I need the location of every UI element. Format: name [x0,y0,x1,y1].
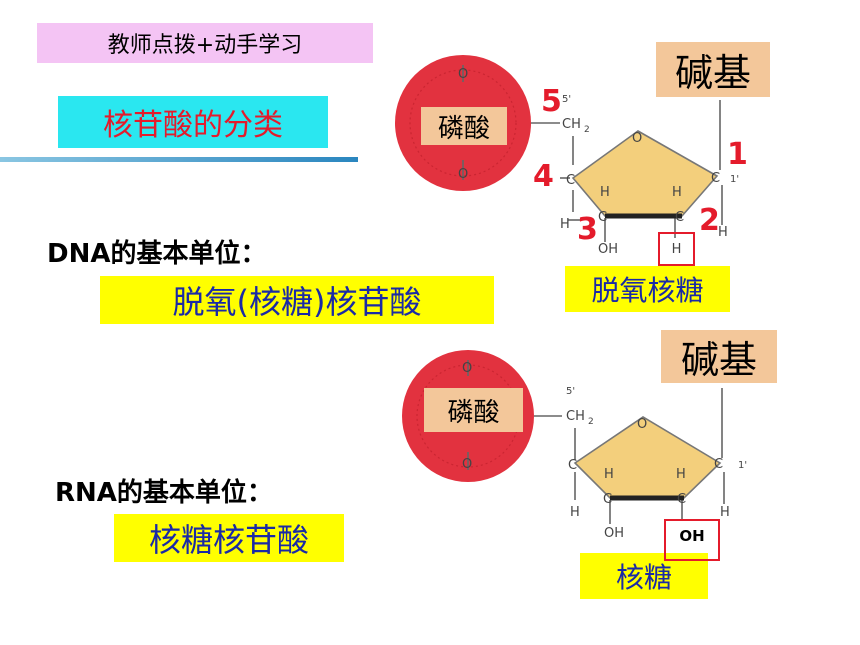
rna-ring-o: O [637,417,647,432]
dna-sugar-ring [571,130,719,217]
rna-h3-top: H [604,467,614,482]
rna-base-label: 碱基 [661,330,777,383]
dna-sugar-label: 脱氧核糖 [565,266,730,312]
dna-ch2: CH [562,117,581,132]
dna-unit-heading: DNA的基本单位： [47,239,267,269]
rna-o-top: O [462,361,472,376]
dna-ring-o: O [632,131,642,146]
rna-sugar-ring [573,416,722,499]
dna-c2-h-highlight: H [658,232,695,266]
dna-five-prime: 5' [562,94,571,105]
rna-unit-name: 核糖核苷酸 [114,514,344,562]
dna-o-bottom: O [458,167,468,182]
dna-c4: C [566,173,575,188]
dna-h1: H [718,225,728,240]
dna-phosphate-label: 磷酸 [421,107,507,145]
dna-c1: C [711,171,720,186]
lesson-header: 教师点拨+动手学习 [37,23,373,63]
carbon-number-1: 1 [727,137,748,172]
rna-oh3: OH [604,526,624,541]
rna-h1: H [720,505,730,520]
rna-unit-heading: RNA的基本单位： [55,478,273,508]
rna-phosphate-label: 磷酸 [424,388,523,432]
rna-sugar-label: 核糖 [580,553,708,599]
carbon-number-5: 5 [541,84,562,119]
rna-h4: H [570,505,580,520]
rna-five-prime: 5' [566,386,575,397]
dna-oh3: OH [598,242,618,257]
carbon-number-2: 2 [699,203,720,238]
rna-ch2: CH [566,409,585,424]
carbon-number-4: 4 [533,159,554,194]
dna-o-top: O [458,67,468,82]
dna-one-prime: 1' [730,174,739,185]
page-title: 核苷酸的分类 [58,96,328,148]
rna-o-bottom: O [462,457,472,472]
rna-one-prime: 1' [738,460,747,471]
dna-c2: C [675,210,684,225]
dna-ch2-sub: 2 [584,125,590,135]
dna-h4: H [560,217,570,232]
rna-c1: C [714,457,723,472]
dna-base-label: 碱基 [656,42,770,97]
dna-unit-name: 脱氧(核糖)核苷酸 [100,276,494,324]
dna-c3: C [598,210,607,225]
rna-ch2-sub: 2 [588,417,594,427]
carbon-number-3: 3 [577,212,598,247]
rna-c2: C [677,492,686,507]
rna-c2-oh-highlight: OH [664,519,720,561]
rna-c4: C [568,458,577,473]
dna-h2-top: H [672,185,682,200]
rna-h2-top: H [676,467,686,482]
dna-h3-top: H [600,185,610,200]
rna-c3: C [603,492,612,507]
title-underline [0,157,358,162]
